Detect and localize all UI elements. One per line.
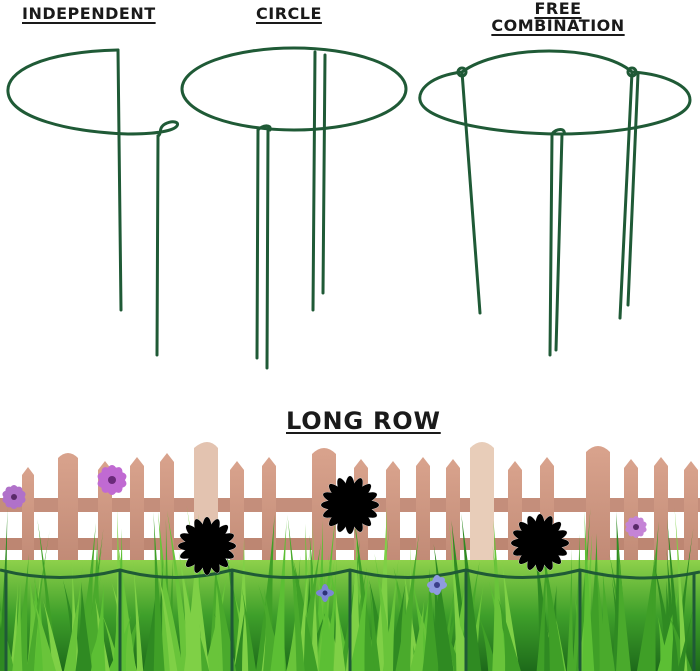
label-long-row: LONG ROW	[286, 407, 441, 435]
grass-blade	[536, 534, 549, 671]
grass-blade	[461, 513, 482, 671]
purple-flower-3	[625, 516, 647, 538]
grass-blade	[541, 539, 565, 671]
grass-blade	[326, 557, 338, 671]
grass-blade	[90, 583, 106, 671]
grass-blade	[33, 598, 56, 671]
grass-blade	[666, 517, 682, 671]
grass-blade	[595, 553, 608, 671]
grass-blade	[132, 557, 144, 671]
grass-blade	[270, 519, 287, 671]
grass-blade	[349, 570, 369, 671]
label-independent: INDEPENDENT	[22, 4, 156, 23]
label-free-line1: FREE	[534, 0, 582, 18]
free-combination-support	[418, 49, 692, 357]
blue-flower-2	[316, 584, 334, 602]
circle-support	[180, 46, 408, 370]
grass-blade	[287, 514, 305, 671]
grass-blade	[156, 562, 178, 671]
grass-blade	[75, 581, 93, 671]
purple-flower-2	[2, 485, 26, 509]
grass-blade	[275, 586, 283, 671]
independent-support	[6, 48, 180, 357]
wire-border-row	[0, 568, 700, 671]
grass-blade	[13, 553, 29, 671]
grass-blade	[566, 548, 574, 671]
grass-blade	[203, 573, 228, 671]
grass-blade	[353, 512, 375, 671]
plant-supports-illustration	[6, 46, 692, 370]
purple-flowers	[2, 465, 647, 602]
label-circle: CIRCLE	[256, 4, 322, 23]
grass-blade	[153, 512, 165, 671]
grass-blade	[382, 559, 399, 671]
grass-blade	[657, 615, 670, 671]
grass-blade	[409, 600, 425, 671]
grass-blades	[0, 506, 694, 671]
daisy-petal	[337, 478, 353, 507]
daisy-3	[510, 513, 570, 573]
grass-blade	[212, 559, 237, 671]
blue-flower-1	[427, 575, 447, 595]
daisy-flowers	[177, 475, 570, 576]
grass-blade	[492, 520, 507, 671]
grass-blade	[43, 600, 63, 671]
grass-blade	[616, 542, 631, 671]
grass-blade	[636, 547, 656, 671]
grass-blade	[68, 566, 83, 671]
label-free-combination: FREE COMBINATION	[478, 0, 638, 35]
grass-blade	[26, 529, 50, 671]
daisy-petal	[194, 519, 210, 548]
daisy-1	[177, 516, 237, 576]
daisy-petal	[527, 516, 543, 545]
grass-blade	[12, 578, 23, 671]
grass-blade	[498, 598, 521, 671]
grass-blade	[422, 568, 439, 671]
grass-blade	[75, 523, 96, 671]
grass-blade	[582, 511, 595, 671]
grass-blade	[233, 604, 246, 671]
purple-flower-1	[97, 465, 127, 495]
label-free-line2: COMBINATION	[491, 15, 625, 35]
grass-blade	[241, 588, 257, 671]
grass-blade	[108, 615, 131, 671]
grass-blade	[233, 538, 250, 671]
grass-blade	[333, 588, 346, 671]
garden-long-row-illustration	[0, 442, 700, 671]
grass-blade	[395, 533, 420, 671]
grass-blade	[296, 538, 311, 671]
grass-blade	[63, 592, 80, 671]
grass-blade	[161, 563, 184, 671]
daisy-2	[320, 475, 380, 535]
grass-blade	[657, 582, 680, 671]
grass-blade	[641, 521, 659, 671]
grass-blade	[674, 507, 688, 671]
grass-blade	[448, 519, 465, 671]
